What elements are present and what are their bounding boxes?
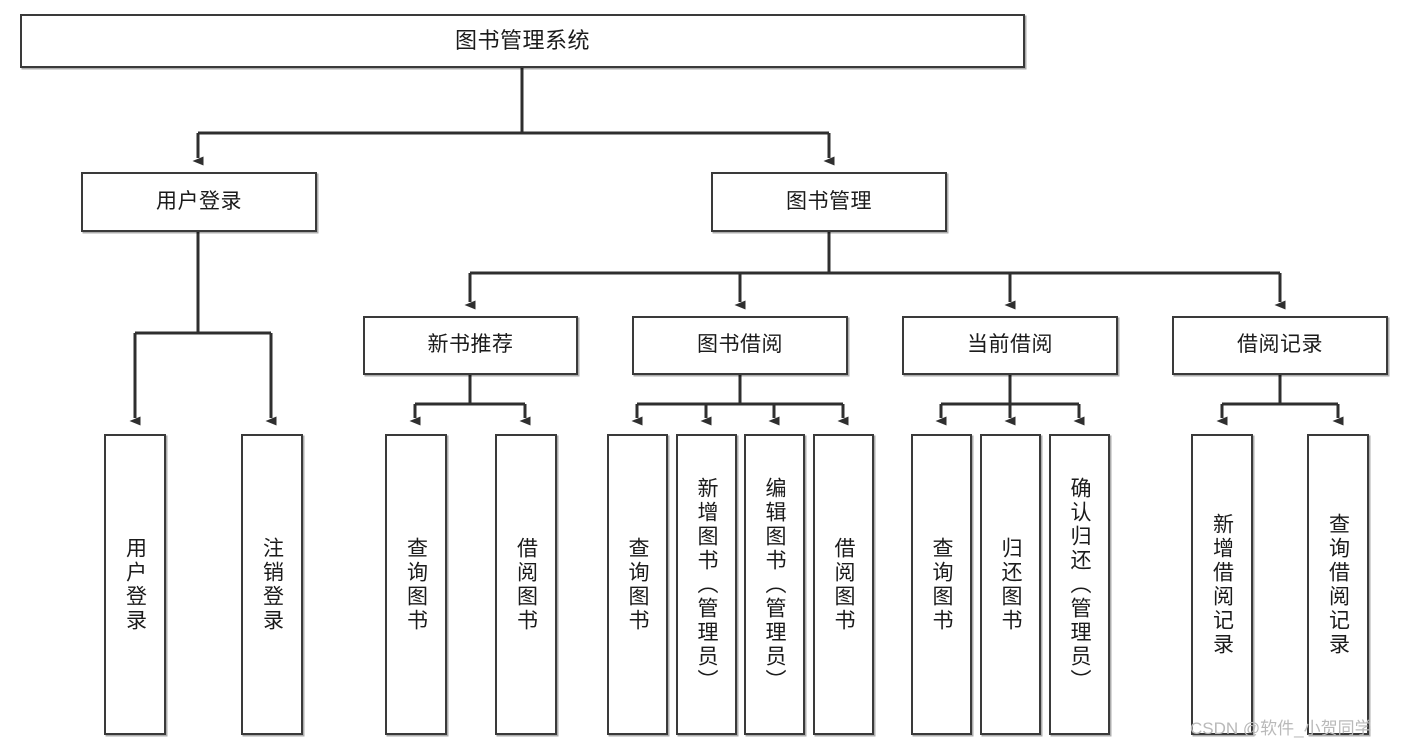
leaf-return-book-label: 归还图书 xyxy=(999,536,1022,633)
leaf-confirm-return-admin-label: 确认归还（管理员） xyxy=(1068,476,1091,693)
leaf-edit-book-admin[interactable]: 编辑图书（管理员） xyxy=(744,434,805,735)
node-book-borrow-label: 图书借阅 xyxy=(697,333,783,357)
node-current-borrow-label: 当前借阅 xyxy=(967,333,1053,357)
leaf-logout-login[interactable]: 注销登录 xyxy=(241,434,303,735)
leaf-borrow-book-2[interactable]: 借阅图书 xyxy=(813,434,874,735)
node-user-login[interactable]: 用户登录 xyxy=(81,172,317,232)
leaf-return-book[interactable]: 归还图书 xyxy=(980,434,1041,735)
node-user-login-label: 用户登录 xyxy=(156,189,242,213)
leaf-add-borrow-record[interactable]: 新增借阅记录 xyxy=(1191,434,1253,735)
node-borrow-record[interactable]: 借阅记录 xyxy=(1172,316,1388,375)
node-book-borrow[interactable]: 图书借阅 xyxy=(632,316,848,375)
watermark-text: CSDN @软件_小贺同学 xyxy=(1190,719,1372,738)
leaf-user-login-label: 用户登录 xyxy=(123,536,147,633)
leaf-query-book-1[interactable]: 查询图书 xyxy=(385,434,447,735)
node-root-system[interactable]: 图书管理系统 xyxy=(20,14,1025,68)
leaf-add-borrow-record-label: 新增借阅记录 xyxy=(1210,512,1234,657)
leaf-user-login[interactable]: 用户登录 xyxy=(104,434,166,735)
leaf-query-book-1-label: 查询图书 xyxy=(404,536,428,633)
leaf-query-borrow-record[interactable]: 查询借阅记录 xyxy=(1307,434,1369,735)
node-borrow-record-label: 借阅记录 xyxy=(1237,333,1323,357)
leaf-add-book-admin-label: 新增图书（管理员） xyxy=(695,476,718,693)
leaf-borrow-book-1-label: 借阅图书 xyxy=(514,536,538,633)
node-new-book-recommend[interactable]: 新书推荐 xyxy=(363,316,578,375)
leaf-confirm-return-admin[interactable]: 确认归还（管理员） xyxy=(1049,434,1110,735)
leaf-add-book-admin[interactable]: 新增图书（管理员） xyxy=(676,434,737,735)
leaf-query-book-3[interactable]: 查询图书 xyxy=(911,434,972,735)
node-book-management[interactable]: 图书管理 xyxy=(711,172,947,232)
leaf-borrow-book-1[interactable]: 借阅图书 xyxy=(495,434,557,735)
leaf-borrow-book-2-label: 借阅图书 xyxy=(832,536,855,633)
leaf-query-book-2[interactable]: 查询图书 xyxy=(607,434,668,735)
node-root-label: 图书管理系统 xyxy=(454,28,590,54)
leaf-query-book-3-label: 查询图书 xyxy=(930,536,953,633)
leaf-query-borrow-record-label: 查询借阅记录 xyxy=(1326,512,1350,657)
leaf-query-book-2-label: 查询图书 xyxy=(626,536,649,633)
leaf-logout-login-label: 注销登录 xyxy=(260,536,284,633)
leaf-edit-book-admin-label: 编辑图书（管理员） xyxy=(763,476,786,693)
node-book-management-label: 图书管理 xyxy=(786,189,872,213)
node-current-borrow[interactable]: 当前借阅 xyxy=(902,316,1118,375)
node-new-book-recommend-label: 新书推荐 xyxy=(427,333,514,357)
